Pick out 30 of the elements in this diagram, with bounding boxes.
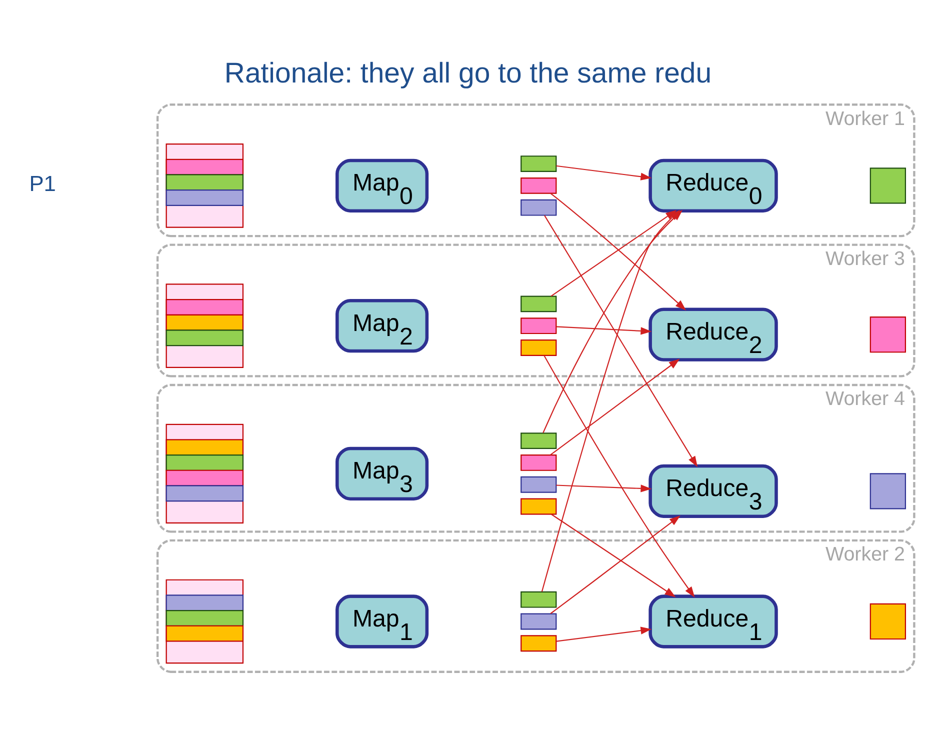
node-box: [870, 473, 906, 510]
node-box: [520, 454, 557, 471]
arrow: [550, 210, 677, 297]
node-box: [520, 199, 557, 216]
node-box: [520, 432, 557, 450]
node-box: [520, 177, 557, 194]
label: P1: [29, 171, 56, 196]
arrow: [556, 165, 652, 180]
diagram-title: Rationale: they all go to the same redu: [224, 58, 712, 90]
node-box: [520, 476, 557, 493]
node-box: [520, 613, 557, 630]
node-box: [520, 591, 557, 608]
arrow: [556, 626, 652, 642]
arrow: [556, 326, 652, 335]
node-box: [870, 603, 906, 640]
node-box: [870, 316, 906, 353]
arrow: [544, 355, 695, 598]
arrow: [556, 484, 652, 492]
arrow: [550, 193, 686, 310]
node-box: [520, 296, 557, 312]
node-box: [520, 635, 557, 652]
arrow: [544, 215, 698, 468]
node-box: [520, 498, 557, 515]
node-box: [520, 340, 557, 356]
node-box: [520, 318, 557, 334]
arrow: [550, 358, 680, 456]
node-box: [870, 168, 906, 204]
arrow: [550, 515, 680, 614]
arrow: [551, 514, 676, 598]
node-box: [520, 156, 557, 172]
